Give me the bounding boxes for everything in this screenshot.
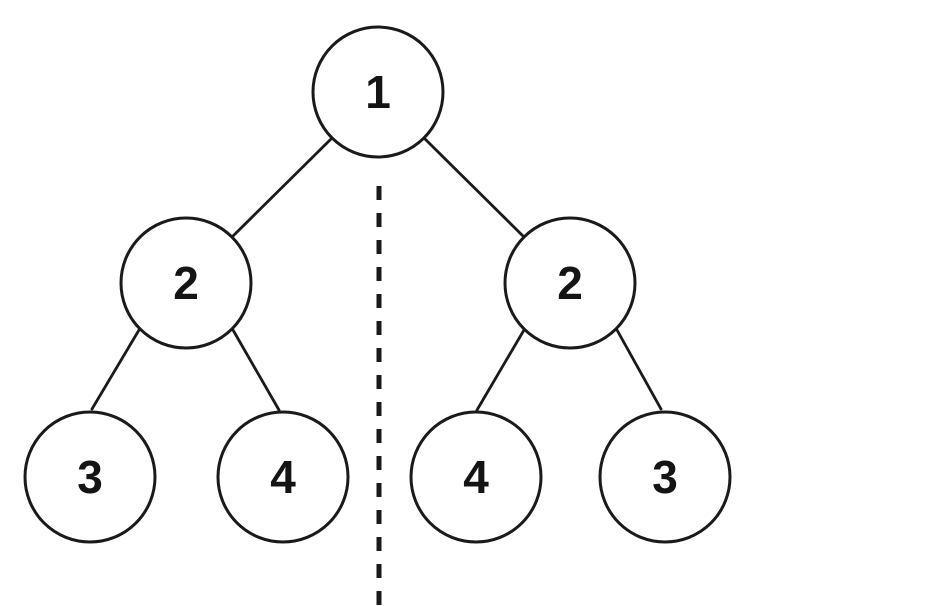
node-circle	[503, 216, 637, 350]
edge-left2-to-left-4	[231, 328, 281, 412]
node-left-2: 2	[119, 216, 253, 350]
edge-right2-to-right-4	[475, 328, 526, 412]
node-circle	[119, 216, 253, 350]
node-circle	[598, 410, 732, 544]
node-left-4: 4	[216, 410, 350, 544]
node-label: 4	[270, 451, 296, 503]
node-circle	[23, 410, 157, 544]
node-right-3: 3	[598, 410, 732, 544]
node-label: 3	[652, 451, 678, 503]
edge-root-to-left-2	[231, 137, 333, 238]
node-label: 2	[557, 257, 583, 309]
node-root-1: 1	[311, 25, 445, 159]
edge-right2-to-right-3	[615, 328, 663, 411]
node-label: 1	[365, 66, 391, 118]
node-label: 3	[77, 451, 103, 503]
node-left-3: 3	[23, 410, 157, 544]
node-right-4: 4	[409, 410, 543, 544]
edge-left2-to-left-3	[90, 328, 141, 411]
node-circle	[216, 410, 350, 544]
node-circle	[409, 410, 543, 544]
node-label: 2	[173, 257, 199, 309]
edge-root-to-right-2	[423, 137, 525, 238]
node-right-2: 2	[503, 216, 637, 350]
node-label: 4	[463, 451, 489, 503]
node-circle	[311, 25, 445, 159]
